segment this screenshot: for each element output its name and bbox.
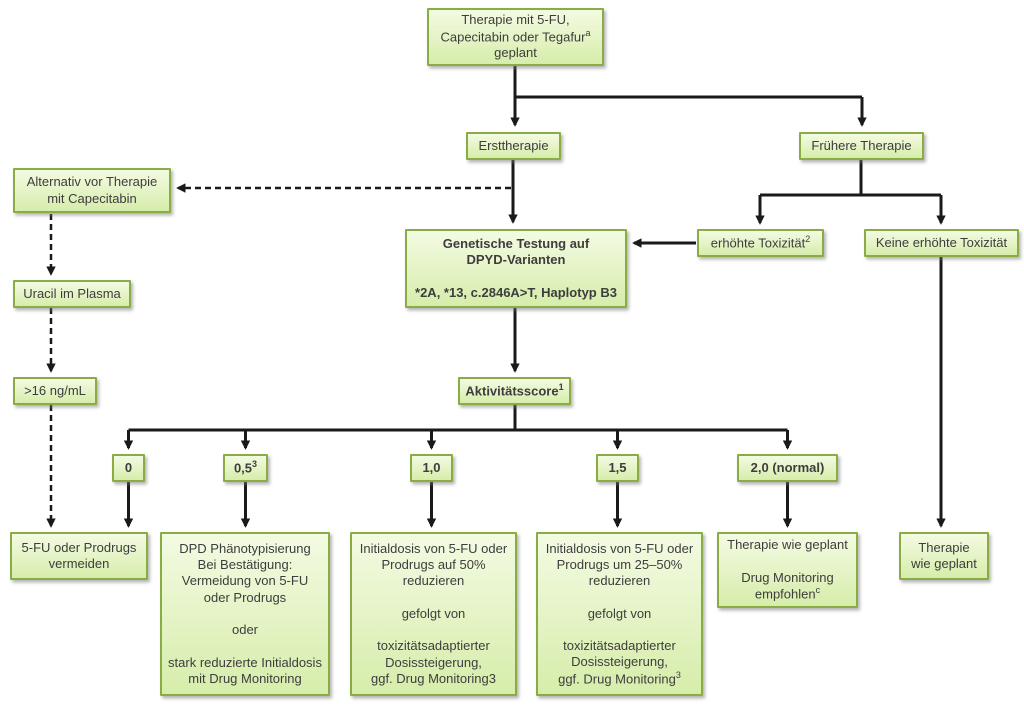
text-line: Therapie wie geplant xyxy=(727,537,848,553)
text-line: toxizitätsadaptierter xyxy=(377,638,490,654)
node-uracil-cutoff: >16 ng/mL xyxy=(13,377,97,405)
text-line: Initialdosis von 5-FU oder xyxy=(359,540,508,556)
text-line: Dosissteigerung, xyxy=(571,654,668,670)
footnote-marker: c xyxy=(815,585,821,596)
text-segment: ggf. Drug Monitoring xyxy=(558,671,676,687)
node-result-reduce-50: Initialdosis von 5-FU oder Prodrugs auf … xyxy=(350,532,517,696)
text-line: ggf. Drug Monitoring3 xyxy=(542,669,697,688)
text-line: Capecitabin oder Tegafura xyxy=(433,27,598,46)
text-line: Therapie mit 5-FU, xyxy=(461,12,570,28)
node-label: erhöhte Toxizität2 xyxy=(703,233,818,252)
text-segment: Aktivitätsscore xyxy=(465,382,559,398)
text-line xyxy=(723,554,852,570)
footnote-marker: 3 xyxy=(252,458,258,469)
text-segment: 0,5 xyxy=(233,459,253,475)
node-result-reduce-25-50: Initialdosis von 5-FU oder Prodrugs um 2… xyxy=(536,532,703,696)
node-aktivitaetsscore: Aktivitätsscore1 xyxy=(458,377,571,405)
text-line: Vermeidung von 5-FU xyxy=(181,573,309,589)
branch-bar-score xyxy=(128,405,788,432)
text-line: toxizitätsadaptierter xyxy=(563,638,676,654)
node-genetic-testing: Genetische Testung auf DPYD-Varianten *2… xyxy=(405,229,627,308)
footnote-marker: 3 xyxy=(675,669,681,680)
text-line: Drug Monitoring xyxy=(741,569,834,585)
node-label: 2,0 (normal) xyxy=(750,459,825,475)
text-line: DPD Phänotypisierung xyxy=(179,540,311,556)
text-line: empfohlenc xyxy=(723,586,852,603)
text-line: stark reduzierte Initialdosis xyxy=(168,654,322,670)
node-score-2-0-normal: 2,0 (normal) xyxy=(737,454,838,482)
text-segment: Capecitabin oder Tegafur xyxy=(440,28,586,44)
node-result-planned-monitoring: Therapie wie geplant Drug Monitoring emp… xyxy=(717,532,858,608)
node-erhoehte-toxizitaet: erhöhte Toxizität2 xyxy=(697,229,824,257)
text-line: Alternativ vor Therapie xyxy=(26,174,158,190)
text-line: oder Prodrugs xyxy=(203,589,287,605)
text-line: oder xyxy=(231,622,259,638)
footnote-marker: a xyxy=(585,27,591,38)
node-label: >16 ng/mL xyxy=(24,382,86,398)
text-line: ggf. Drug Monitoring3 xyxy=(370,670,496,686)
text-line: Initialdosis von 5-FU oder xyxy=(545,540,694,556)
node-label: 0,53 xyxy=(229,458,262,477)
text-line: Bei Bestätigung: xyxy=(197,557,293,573)
text-line xyxy=(166,639,324,655)
node-alternativ-capecitabin: Alternativ vor Therapie mit Capecitabin xyxy=(13,168,171,213)
text-line xyxy=(411,269,621,285)
text-line xyxy=(166,606,324,622)
solid-arrows xyxy=(123,66,946,528)
node-result-phenotyping: DPD Phänotypisierung Bei Bestätigung: Ve… xyxy=(160,532,330,696)
text-line xyxy=(356,590,511,606)
node-therapy-planned: Therapie mit 5-FU, Capecitabin oder Tega… xyxy=(427,8,604,66)
text-line: DPYD-Varianten xyxy=(466,252,566,268)
node-label: 0 xyxy=(124,459,133,475)
text-line: gefolgt von xyxy=(401,605,466,621)
node-score-1-5: 1,5 xyxy=(596,454,639,482)
node-label: Frühere Therapie xyxy=(811,137,912,153)
text-line: gefolgt von xyxy=(587,605,652,621)
node-label: 1,0 xyxy=(422,459,441,475)
text-line: mit Drug Monitoring xyxy=(188,670,302,686)
node-label: Uracil im Plasma xyxy=(23,285,121,301)
node-fruehere-therapie: Frühere Therapie xyxy=(799,132,924,160)
node-label: Keine erhöhte Toxizität xyxy=(875,234,1008,250)
text-line: *2A, *13, c.2846A>T, Haplotyp B3 xyxy=(415,284,617,300)
text-line: Therapie xyxy=(918,539,970,555)
text-line: wie geplant xyxy=(911,556,977,571)
node-result-avoid-5fu: 5-FU oder Prodrugs vermeiden xyxy=(10,532,148,580)
text-line: Dosissteigerung, xyxy=(385,654,482,670)
text-line: Genetische Testung auf xyxy=(442,235,590,251)
text-line: geplant xyxy=(494,45,537,61)
dashed-arrows xyxy=(46,183,511,528)
branch-bar-fruehere xyxy=(760,160,941,197)
node-score-0: 0 xyxy=(112,454,145,482)
node-uracil-plasma: Uracil im Plasma xyxy=(13,280,131,308)
node-score-1-0: 1,0 xyxy=(410,454,453,482)
text-line: vermeiden xyxy=(48,556,110,571)
text-line: reduzieren xyxy=(402,573,465,589)
node-result-therapy-as-planned: Therapie wie geplant xyxy=(899,532,989,580)
text-line: reduzieren xyxy=(588,573,651,589)
node-label: Ersttherapie xyxy=(478,137,549,153)
text-segment: empfohlen xyxy=(754,586,816,602)
footnote-marker: 2 xyxy=(805,233,811,244)
text-line xyxy=(356,622,511,638)
node-ersttherapie: Ersttherapie xyxy=(466,132,561,160)
node-label: 1,5 xyxy=(608,459,627,475)
text-segment: erhöhte Toxizität xyxy=(710,234,806,250)
footnote-marker: 1 xyxy=(558,381,564,392)
node-keine-erhoehte-toxizitaet: Keine erhöhte Toxizität xyxy=(864,229,1019,257)
text-line xyxy=(542,590,697,606)
node-label: Aktivitätsscore1 xyxy=(464,381,565,400)
text-line: Prodrugs auf 50% xyxy=(381,557,486,573)
branch-bar-top xyxy=(513,66,862,99)
text-line: Prodrugs um 25–50% xyxy=(556,556,683,572)
text-line: 5-FU oder Prodrugs xyxy=(21,539,137,555)
node-score-0-5: 0,53 xyxy=(223,454,268,482)
text-line xyxy=(542,622,697,638)
text-line: mit Capecitabin xyxy=(47,190,137,206)
